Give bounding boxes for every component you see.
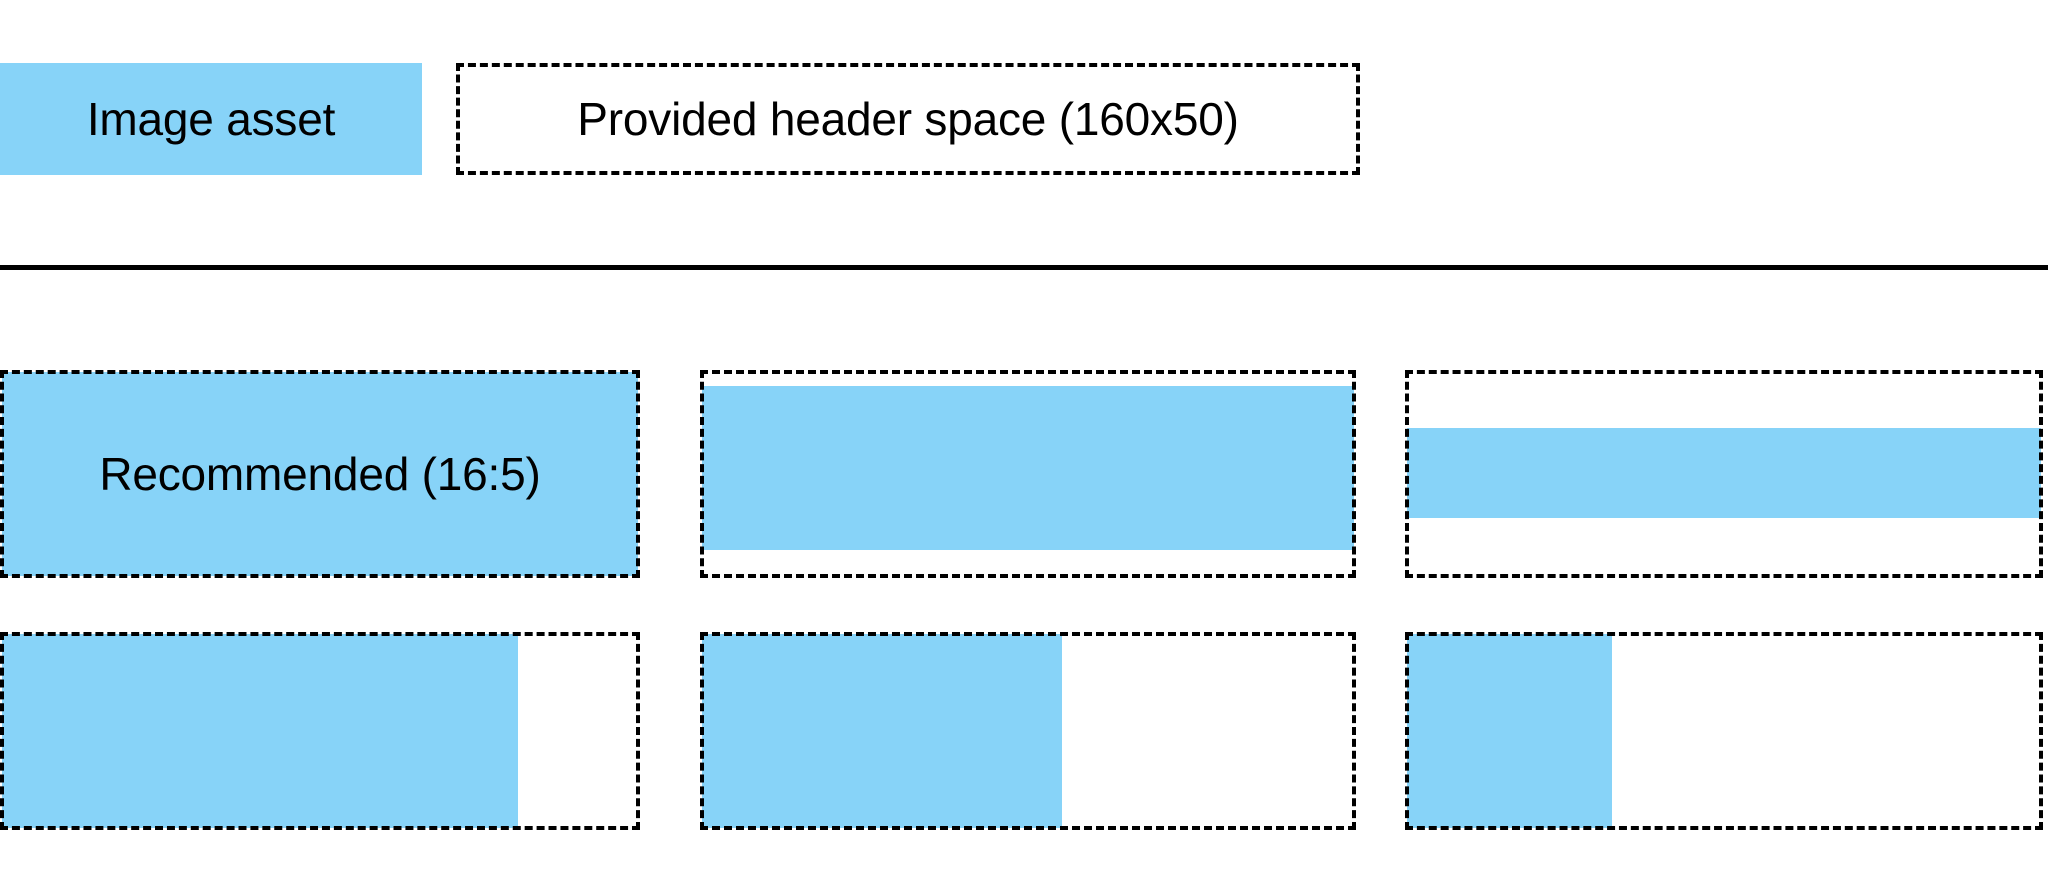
recommended-cell-1-fill xyxy=(2,372,638,576)
pillarbox-cell-2-outline xyxy=(700,632,1356,830)
recommended-cell-2-fill xyxy=(702,386,1354,550)
provided-header-space-label: Provided header space (160x50) xyxy=(577,93,1239,145)
recommended-row: Recommended (16:5) xyxy=(0,370,2048,578)
pillarbox-cell-3-fill xyxy=(1407,634,1612,828)
pillarbox-cell-2-fill xyxy=(702,634,1062,828)
pillarbox-row xyxy=(0,632,2048,830)
section-divider xyxy=(0,265,2048,270)
pillarbox-cell-1-outline xyxy=(0,632,640,830)
recommended-cell-1-outline xyxy=(0,370,640,578)
header-band: Image asset Provided header space (160x5… xyxy=(0,63,2048,175)
pillarbox-cell-1-fill xyxy=(2,634,518,828)
recommended-cell-3-outline xyxy=(1405,370,2043,578)
image-asset-label: Image asset xyxy=(86,93,336,145)
recommended-cell-2-outline xyxy=(700,370,1356,578)
recommended-label: Recommended (16:5) xyxy=(99,448,541,500)
image-asset-swatch xyxy=(0,63,422,175)
recommended-cell-3-fill xyxy=(1407,428,2041,518)
pillarbox-cell-3-outline xyxy=(1405,632,2043,830)
provided-header-space-outline xyxy=(456,63,1360,175)
